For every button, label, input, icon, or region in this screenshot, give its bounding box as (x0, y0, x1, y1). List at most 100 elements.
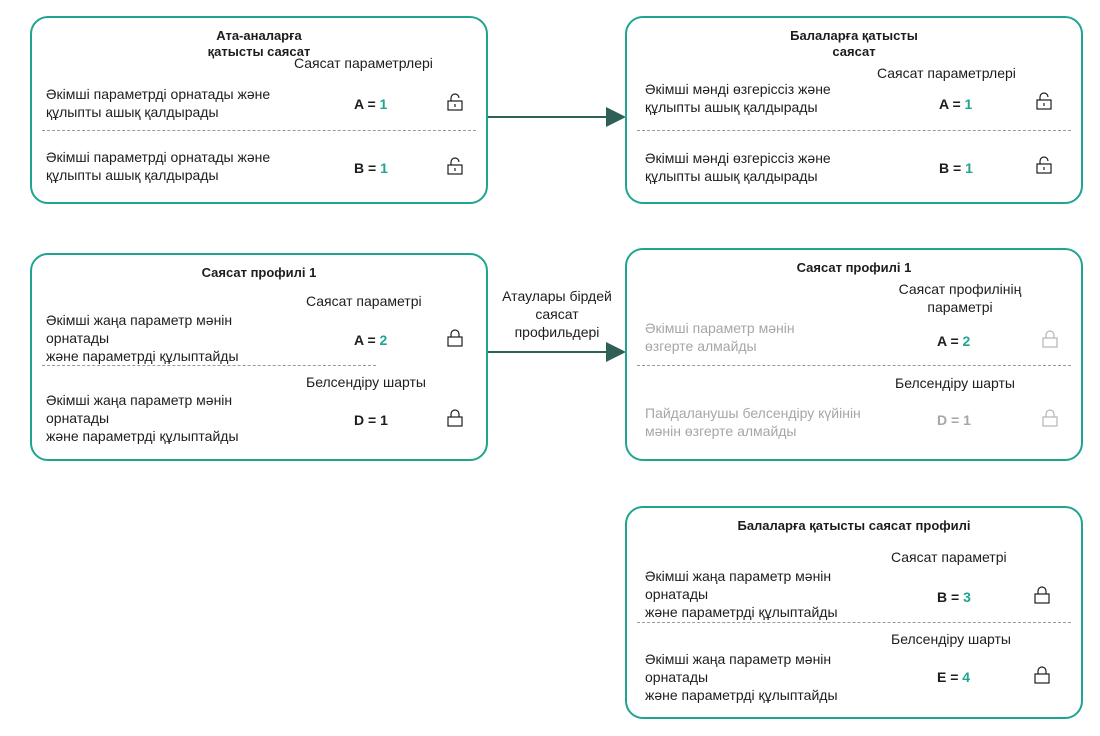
child-policy-box: Балаларға қатысты саясат Саясат параметр… (625, 16, 1083, 204)
locked-lock-icon (447, 409, 463, 427)
desc-line: Әкімші жаңа параметр мәнін (46, 392, 233, 408)
row-divider (42, 130, 476, 131)
row-divider (637, 130, 1071, 131)
desc-line: Әкімші параметр мәнін (645, 320, 795, 336)
desc-line: және параметрді құлыптайды (645, 687, 838, 703)
child-profile-row-d-value: D = 1 (937, 411, 971, 429)
child-policy-section-label: Саясат параметрлері (877, 65, 1016, 81)
parent-policy-title-line2: қатысты саясат (207, 44, 311, 59)
row-divider (42, 365, 376, 366)
setting-key: B = (354, 160, 381, 176)
child-policy-profile-section1-label: Саясат параметрі (891, 549, 1007, 565)
setting-value: 1 (965, 160, 973, 176)
child-profile-section1-label: Саясат профилінің параметрі (885, 280, 1035, 316)
parent-policy-section-label: Саясат параметрлері (294, 55, 433, 71)
section-label-line: Саясат профилінің (898, 281, 1022, 297)
parent-profile-box: Саясат профилі 1 Саясат параметрі Әкімші… (30, 253, 488, 461)
desc-line: орнатады (46, 410, 110, 426)
setting-key: E = (937, 669, 963, 685)
desc-line: Әкімші жаңа параметр мәнін (645, 568, 832, 584)
setting-key: D = 1 (937, 412, 971, 428)
setting-key: B = (937, 589, 964, 605)
locked-lock-icon (1034, 666, 1050, 684)
desc-line: және параметрді құлыптайды (645, 604, 838, 620)
section-label-line: параметрі (927, 299, 993, 315)
desc-line: құлыпты ашық қалдырады (645, 168, 818, 184)
child-policy-profile-row-e-value: E = 4 (937, 668, 970, 686)
child-policy-title: Балаларға қатысты саясат (627, 28, 1081, 60)
locked-lock-icon (1042, 330, 1058, 348)
setting-value: 2 (379, 332, 388, 348)
desc-line: Әкімші жаңа параметр мәнін (46, 312, 233, 328)
locked-lock-icon (447, 329, 463, 347)
unlocked-lock-icon (447, 93, 463, 111)
child-policy-row-b-desc: Әкімші мәнді өзгеріссіз және құлыпты ашы… (645, 149, 831, 185)
locked-lock-icon (1034, 586, 1050, 604)
setting-key: D = (354, 412, 381, 428)
setting-key: A = (354, 96, 380, 112)
parent-policy-row-a-value: A = 1 (354, 95, 387, 113)
locked-lock-icon (1042, 409, 1058, 427)
setting-value: 1 (380, 412, 388, 428)
child-policy-row-a-desc: Әкімші мәнді өзгеріссіз және құлыпты ашы… (645, 80, 831, 116)
child-policy-profile-row-b-desc: Әкімші жаңа параметр мәнін орнатады және… (645, 567, 838, 621)
setting-value: 1 (964, 96, 973, 112)
setting-value: 3 (963, 589, 971, 605)
desc-line: құлыпты ашық қалдырады (46, 104, 219, 120)
child-policy-title-line2: саясат (832, 44, 876, 59)
parent-policy-row-b-value: B = 1 (354, 159, 388, 177)
parent-policy-box: Ата-аналарға қатысты саясат Саясат парам… (30, 16, 488, 204)
desc-line: Әкімші параметрді орнатады және (46, 86, 271, 102)
setting-key: B = (939, 160, 966, 176)
desc-line: және параметрді құлыптайды (46, 428, 239, 444)
setting-key: A = (354, 332, 380, 348)
unlocked-lock-icon (447, 157, 463, 175)
parent-profile-title: Саясат профилі 1 (201, 265, 317, 280)
child-policy-profile-section2-label: Белсендіру шарты (891, 631, 1011, 647)
setting-value: 2 (962, 333, 971, 349)
row-divider (637, 622, 1071, 623)
parent-profile-section2-label: Белсендіру шарты (306, 374, 426, 390)
desc-line: Әкімші параметрді орнатады және (46, 149, 271, 165)
parent-profile-row-d-value: D = 1 (354, 411, 388, 429)
unlocked-lock-icon (1036, 156, 1052, 174)
child-profile-row-d-desc: Пайдаланушы белсендіру күйінін мәнін өзг… (645, 404, 861, 440)
child-policy-row-b-value: B = 1 (939, 159, 973, 177)
child-profile-row-a-value: A = 2 (937, 332, 970, 350)
child-policy-title-line1: Балаларға қатысты (790, 28, 918, 43)
connector-label-line: профильдері (514, 324, 600, 340)
desc-line: орнатады (46, 330, 110, 346)
child-policy-row-a-value: A = 1 (939, 95, 972, 113)
setting-value: 1 (380, 160, 388, 176)
parent-policy-row-b-desc: Әкімші параметрді орнатады және құлыпты … (46, 148, 270, 184)
desc-line: құлыпты ашық қалдырады (645, 99, 818, 115)
unlocked-lock-icon (1036, 92, 1052, 110)
child-policy-profile-row-b-value: B = 3 (937, 588, 971, 606)
child-profile-title: Саясат профилі 1 (796, 260, 912, 275)
parent-policy-title: Ата-аналарға қатысты саясат (32, 28, 486, 60)
desc-line: мәнін өзгерте алмайды (645, 423, 797, 439)
desc-line: орнатады (645, 669, 709, 685)
setting-value: 4 (962, 669, 971, 685)
same-name-profiles-label: Атаулары бірдей саясат профильдері (490, 287, 624, 341)
desc-line: өзгерте алмайды (645, 338, 757, 354)
child-profile-section2-label: Белсендіру шарты (895, 375, 1015, 391)
parent-policy-row-a-desc: Әкімші параметрді орнатады және құлыпты … (46, 85, 270, 121)
connector-label-line: саясат (535, 306, 579, 322)
desc-line: және параметрді құлыптайды (46, 348, 239, 364)
connector-label-line: Атаулары бірдей (502, 288, 612, 304)
child-policy-profile-title: Балаларға қатысты саясат профилі (737, 518, 971, 533)
setting-value: 1 (379, 96, 388, 112)
parent-profile-row-a-value: A = 2 (354, 331, 387, 349)
parent-profile-section1-label: Саясат параметрі (306, 293, 422, 309)
desc-line: орнатады (645, 586, 709, 602)
child-profile-row-a-desc: Әкімші параметр мәнін өзгерте алмайды (645, 319, 795, 355)
desc-line: Әкімші мәнді өзгеріссіз және (645, 81, 831, 97)
desc-line: Әкімші жаңа параметр мәнін (645, 651, 832, 667)
parent-policy-title-line1: Ата-аналарға (216, 28, 302, 43)
setting-key: A = (937, 333, 963, 349)
parent-profile-row-a-desc: Әкімші жаңа параметр мәнін орнатады және… (46, 311, 239, 365)
child-policy-profile-box: Балаларға қатысты саясат профилі Саясат … (625, 506, 1083, 719)
desc-line: құлыпты ашық қалдырады (46, 167, 219, 183)
